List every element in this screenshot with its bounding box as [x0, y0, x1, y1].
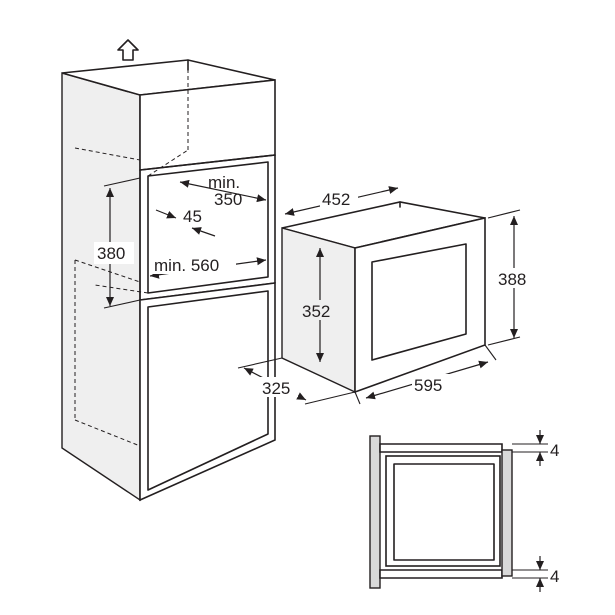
dimension-min-560: min. 560	[149, 256, 267, 279]
cabinet-niche-opening	[147, 161, 269, 294]
dimension-352: 352	[300, 248, 338, 362]
section-back-panel	[501, 449, 513, 577]
section-top-shelf	[379, 443, 503, 453]
label-380: 380	[97, 244, 125, 263]
dimension-388: 388	[487, 209, 536, 346]
cabinet	[61, 59, 276, 502]
label-595: 595	[414, 376, 442, 395]
dimension-380: 380	[94, 177, 141, 309]
section-bottom-shelf	[379, 569, 503, 579]
label-388: 388	[498, 270, 526, 289]
dimension-325: 325	[237, 357, 356, 405]
section-view	[369, 435, 548, 589]
label-min-560: min. 560	[154, 256, 219, 275]
cabinet-lower-front	[139, 282, 276, 502]
label-452: 452	[322, 190, 350, 209]
label-min-350-line1: min.	[208, 173, 240, 192]
up-arrow-icon	[117, 39, 139, 61]
label-gap-bottom: 4	[550, 567, 559, 586]
dimension-45: 45	[155, 207, 216, 237]
cabinet-lower-door	[147, 290, 269, 491]
microwave-window	[371, 243, 467, 361]
dimension-gap-bottom: 4	[536, 556, 559, 592]
microwave	[281, 201, 486, 394]
dimension-min-350: min. 350	[179, 173, 267, 209]
label-45: 45	[183, 207, 202, 226]
cabinet-left-side	[61, 72, 141, 502]
section-front-frame	[369, 435, 381, 589]
dimension-gap-top: 4	[536, 430, 559, 466]
label-min-350-line2: 350	[214, 190, 242, 209]
section-cavity	[393, 463, 495, 561]
label-352: 352	[302, 302, 330, 321]
dimension-595: 595	[354, 344, 497, 405]
label-325: 325	[262, 379, 290, 398]
section-outer-body	[385, 455, 501, 567]
label-gap-top: 4	[550, 441, 559, 460]
dimension-452: 452	[284, 186, 399, 216]
